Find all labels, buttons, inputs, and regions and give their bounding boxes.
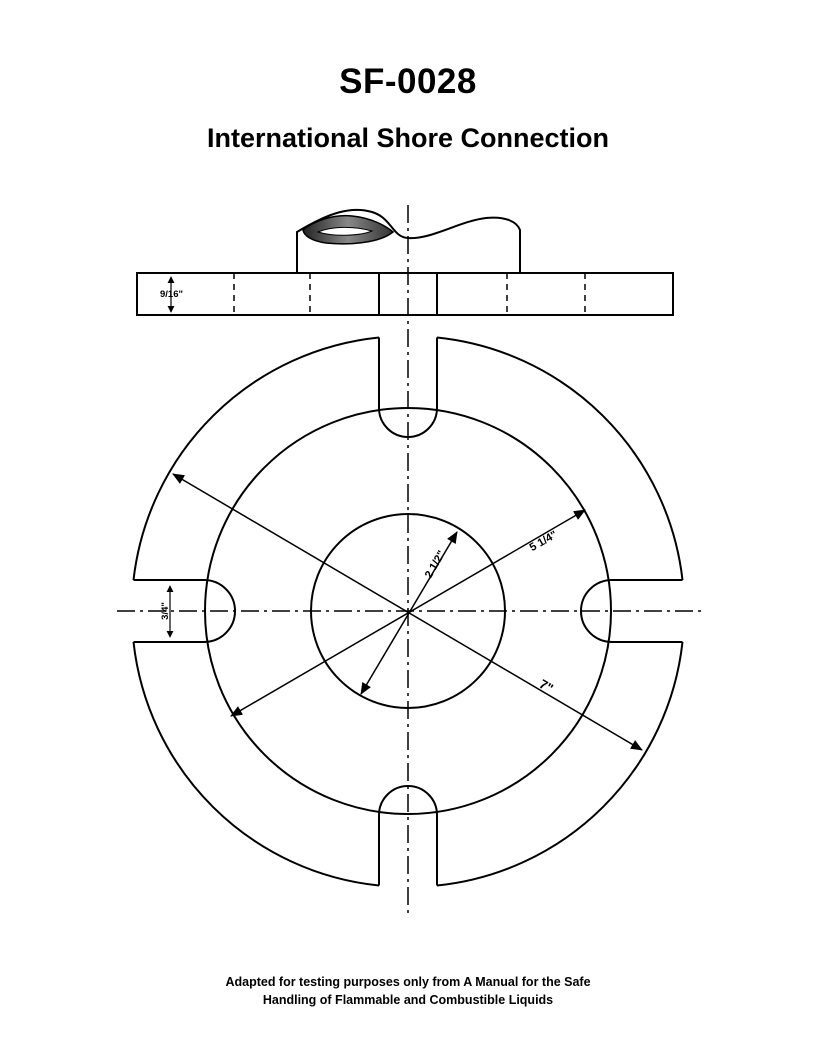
footer-line-2: Handling of Flammable and Combustible Li… xyxy=(262,993,554,1007)
side-view-plate xyxy=(136,272,674,316)
document-code: SF-0028 xyxy=(339,62,477,101)
dimension-lines xyxy=(166,473,643,751)
bore-line xyxy=(360,531,458,695)
bolt-circle-label: 5 1/4" xyxy=(528,529,560,554)
thickness-label: 9/16" xyxy=(160,289,183,300)
outer-diameter-label: 7" xyxy=(537,676,556,696)
slot-width-label: 3/4" xyxy=(160,602,171,620)
footer-note: Adapted for testing purposes only from A… xyxy=(0,973,816,1009)
document-title: International Shore Connection xyxy=(206,123,610,153)
bore-diameter-label: 2 1/2" xyxy=(423,549,448,581)
footer-line-1: Adapted for testing purposes only from A… xyxy=(225,975,591,989)
